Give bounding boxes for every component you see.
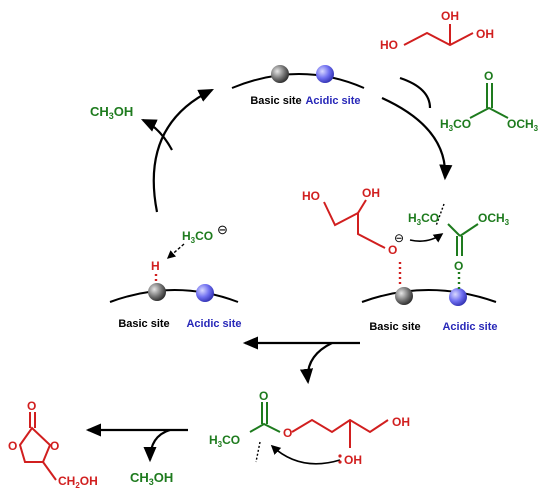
glycerol-carbonate-ring-o-left: O — [8, 439, 17, 453]
acidic-site-label-top: Acidic site — [305, 95, 360, 107]
dmc-adsorbed — [447, 223, 479, 256]
dmc-top-chain — [469, 106, 509, 119]
surface-arc-left — [109, 289, 239, 303]
intermediate: O H3CO O OH OH — [209, 389, 410, 467]
basic-site-label-left: Basic site — [118, 318, 169, 330]
methoxide-text: H3CO — [182, 229, 213, 245]
proton-h: H — [151, 259, 160, 273]
dmc-top-carbonyl-o: O — [484, 69, 493, 83]
intermediate-oh-right: OH — [392, 415, 410, 429]
dmc-top — [469, 83, 509, 119]
intermediate-carbonyl-o: O — [259, 389, 268, 403]
dmc-top-right: OCH3 — [507, 117, 539, 133]
glycerol-carbonate-ch2oh: CH2OH — [58, 474, 98, 490]
glycerol-adsorbed — [323, 199, 386, 249]
acidic-site-label-right: Acidic site — [442, 321, 497, 333]
glycerol-top-oh-mid: OH — [441, 9, 459, 23]
glycerol-adsorbed-charge: ⊖ — [394, 231, 404, 245]
arrow-top-to-right — [381, 96, 453, 181]
intermediate-ester-o: O — [283, 426, 292, 440]
glycerol-adsorbed-o-anion: O — [388, 243, 397, 257]
dmc-adsorbed-right-bond — [459, 223, 479, 237]
acidic-site-label-left: Acidic site — [186, 318, 241, 330]
methanol-bottom-text: CH3OH — [130, 470, 173, 487]
arrow-release-methanol-top — [141, 119, 173, 151]
glycerol-carbonate-ring — [18, 426, 52, 463]
methanol-top-text: CH3OH — [90, 104, 133, 121]
basic-site-label-right: Basic site — [369, 321, 420, 333]
glycerol-adsorbed-oh — [357, 199, 367, 214]
lone-pair-dot-2 — [338, 460, 342, 464]
glycerol-top-ho: HO — [380, 38, 398, 52]
glycerol-top-oh-right: OH — [476, 27, 494, 41]
intramolecular-attack-arrow — [270, 444, 341, 465]
dmc-adsorbed-right: OCH3 — [478, 211, 510, 227]
glycerol-carbonate — [18, 412, 57, 481]
intermediate-oh-bottom: OH — [344, 453, 362, 467]
intermediate-chain — [291, 418, 389, 434]
catalyst-top: Basic site Acidic site — [231, 65, 365, 107]
dmc-adsorbed-carbonyl-o: O — [454, 259, 463, 273]
glycerol-adsorbed-chain — [323, 201, 386, 249]
catalyst-left: Basic site Acidic site — [109, 283, 242, 330]
methoxide-charge: ⊖ — [217, 222, 228, 237]
acidic-sphere-right — [449, 288, 467, 306]
glycerol-adsorbed-ho: HO — [302, 189, 320, 203]
arrow-feed-curve — [399, 76, 432, 109]
methoxide-proton-arrow — [166, 243, 185, 259]
cycle-arrows — [85, 76, 453, 463]
dmc-adsorbed-left-bond — [447, 223, 461, 237]
basic-site-label-top: Basic site — [250, 95, 301, 107]
basic-sphere-left — [148, 283, 166, 301]
glycerol-carbonate-ring-o-right: O — [50, 439, 59, 453]
basic-sphere-top — [271, 65, 289, 83]
arrow-left-to-top — [152, 89, 214, 213]
surface-arc-top — [231, 73, 365, 89]
acidic-sphere-left — [196, 284, 214, 302]
basic-sphere-right — [395, 287, 413, 305]
intermediate-carbonate-bonds — [249, 422, 281, 433]
methanol-top: CH3OH — [90, 104, 133, 121]
glycerol-top — [403, 24, 474, 47]
glycerol-adsorbed-oh: OH — [362, 186, 380, 200]
arrow-release-methanol-bottom — [143, 428, 171, 463]
surface-arc-right — [361, 289, 497, 303]
dmc-adsorbed-left: H3CO — [408, 211, 439, 227]
nucleophilic-attack-arrow — [409, 233, 444, 243]
glycerol-carbonate-side-bond — [42, 461, 57, 481]
glycerol-carbonate-carbonyl-o: O — [27, 399, 36, 413]
glycerol-top-chain — [403, 31, 474, 47]
intermediate-left: H3CO — [209, 433, 240, 449]
arrow-to-intermediate — [299, 342, 333, 385]
intermediate-cleavage-mark — [255, 441, 261, 463]
acidic-sphere-top — [316, 65, 334, 83]
dmc-top-left: H3CO — [440, 117, 471, 133]
catalyst-right: Basic site Acidic site — [361, 287, 498, 333]
lone-pair-dot-1 — [338, 454, 342, 458]
